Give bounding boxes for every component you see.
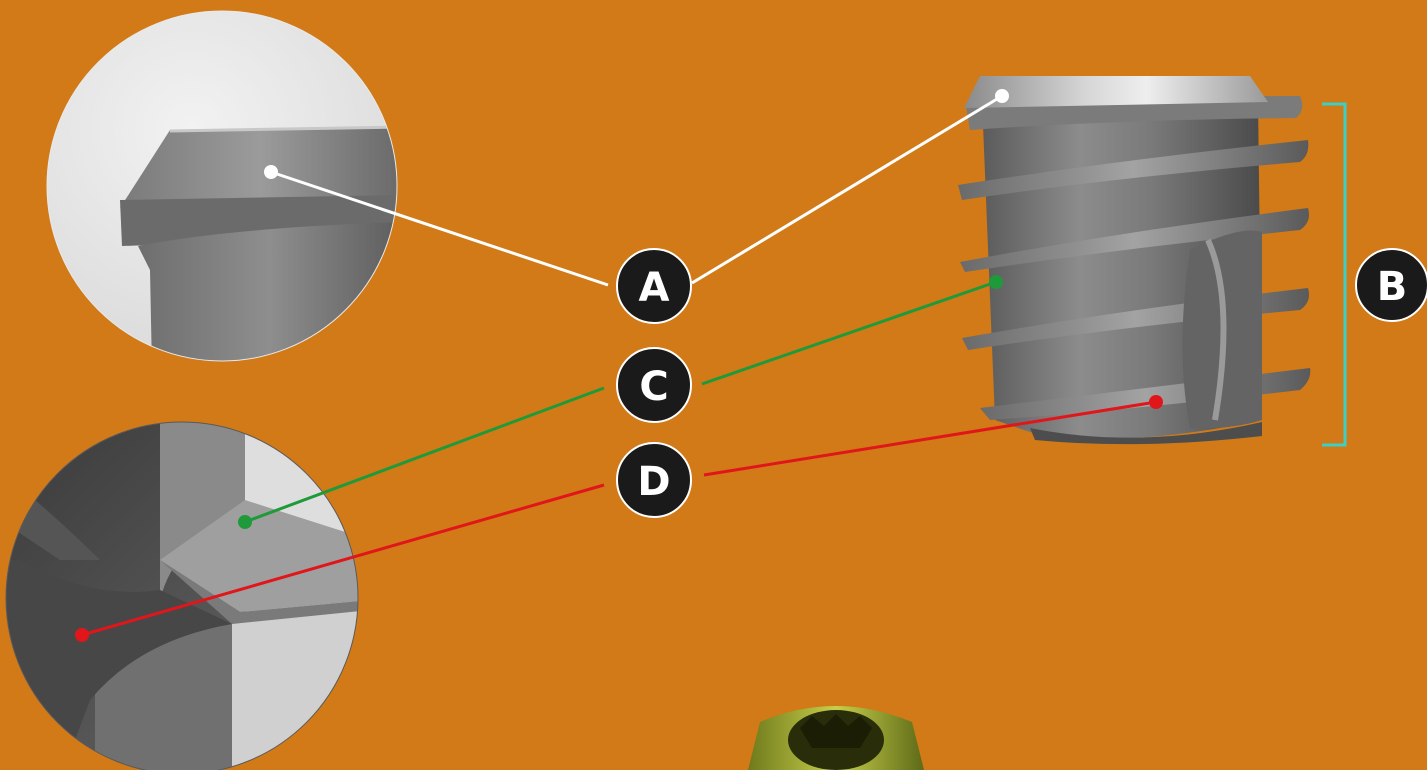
cover-screw-illustration — [748, 706, 924, 770]
dot-d-left — [75, 628, 89, 642]
dot-c-left — [238, 515, 252, 529]
badge-b-label: B — [1377, 264, 1408, 310]
height-bracket — [1322, 102, 1347, 447]
thread-zoom-inset — [5, 421, 359, 770]
leader-line-c-left — [244, 386, 605, 524]
implant-illustration — [958, 76, 1311, 445]
leader-lines — [81, 94, 1157, 637]
collar-zoom-inset — [46, 10, 398, 362]
badge-c: C — [616, 347, 692, 423]
leader-line-a-left — [270, 170, 609, 287]
leader-line-a-right — [691, 94, 1003, 285]
badge-d: D — [616, 442, 692, 518]
dot-a-right — [995, 89, 1009, 103]
badge-a: A — [616, 248, 692, 324]
leader-line-d-right — [703, 400, 1157, 477]
dot-c-right — [989, 275, 1003, 289]
dot-d-right — [1149, 395, 1163, 409]
leader-dots — [75, 89, 1163, 642]
leader-line-c-right — [701, 280, 997, 386]
badge-c-label: C — [639, 364, 668, 410]
dot-a-left — [264, 165, 278, 179]
leader-line-d-left — [81, 483, 605, 637]
badge-a-label: A — [639, 265, 670, 311]
badge-d-label: D — [637, 459, 670, 505]
badge-b: B — [1355, 248, 1427, 322]
